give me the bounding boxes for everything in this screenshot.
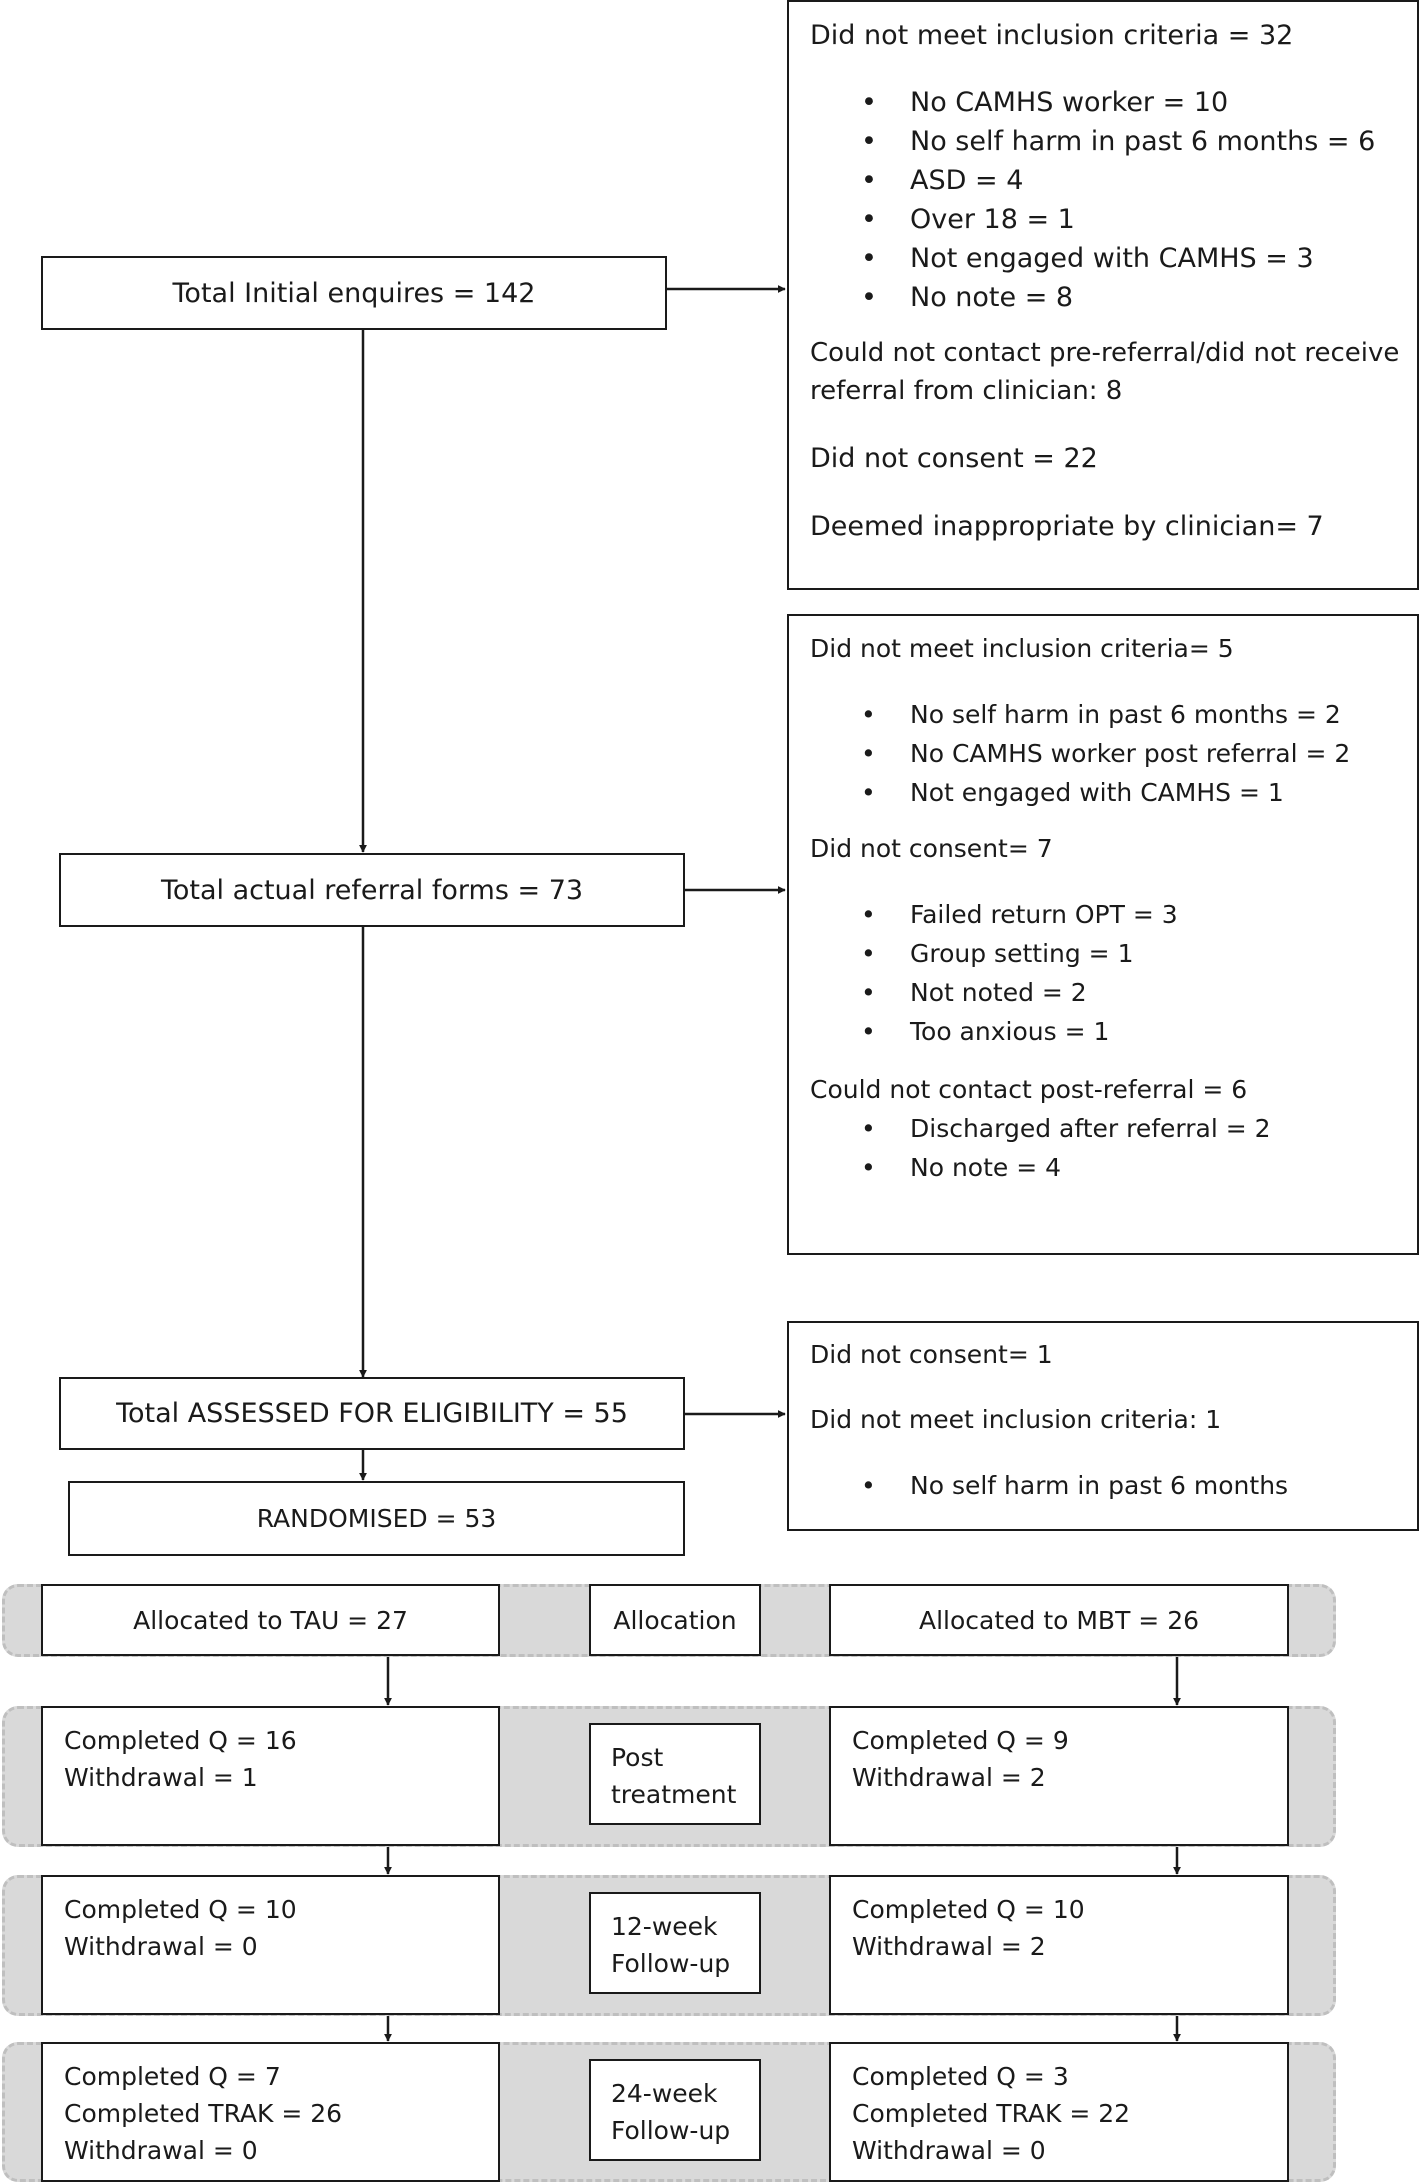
list-item: Discharged after referral = 2 — [810, 1109, 1417, 1148]
exclusion-1-contact-line-2: referral from clinician: 8 — [810, 376, 1123, 406]
list-item: No note = 4 — [810, 1148, 1417, 1187]
enquiries-label: Total Initial enquires = 142 — [172, 277, 536, 309]
exclusion-1-criteria-list: No CAMHS worker = 10 No self harm in pas… — [810, 83, 1417, 317]
tau-post-withdrawal: Withdrawal = 1 — [64, 1763, 258, 1792]
exclusion-box-enquiries: Did not meet inclusion criteria = 32 No … — [787, 0, 1419, 590]
tau-allocation-label: Allocated to TAU = 27 — [133, 1605, 408, 1635]
list-item: Not engaged with CAMHS = 1 — [810, 773, 1417, 812]
tau-24-week-completed-q: Completed Q = 7 — [64, 2062, 281, 2091]
list-item: Not engaged with CAMHS = 3 — [810, 239, 1417, 278]
list-item: Failed return OPT = 3 — [810, 895, 1417, 934]
12-week-stage-label-box: 12-week Follow-up — [589, 1892, 761, 1994]
mbt-24-week-box: Completed Q = 3 Completed TRAK = 22 With… — [829, 2042, 1289, 2182]
list-item: Group setting = 1 — [810, 934, 1417, 973]
mbt-24-week-completed-trak: Completed TRAK = 22 — [852, 2099, 1131, 2128]
post-treatment-label-line-1: Post — [611, 1743, 664, 1772]
exclusion-2-contact-list: Discharged after referral = 2 No note = … — [810, 1109, 1417, 1187]
tau-12-week-completed: Completed Q = 10 — [64, 1895, 297, 1924]
tau-allocation-box: Allocated to TAU = 27 — [41, 1584, 500, 1656]
post-treatment-stage-label-box: Post treatment — [589, 1723, 761, 1825]
list-item: Not noted = 2 — [810, 973, 1417, 1012]
tau-post-completed: Completed Q = 16 — [64, 1726, 297, 1755]
24-week-stage-label-box: 24-week Follow-up — [589, 2059, 761, 2161]
assessed-label: Total ASSESSED FOR ELIGIBILITY = 55 — [116, 1398, 628, 1429]
mbt-allocation-label: Allocated to MBT = 26 — [918, 1605, 1200, 1635]
exclusion-2-heading: Did not meet inclusion criteria= 5 — [810, 634, 1234, 663]
list-item: ASD = 4 — [810, 161, 1417, 200]
list-item: Over 18 = 1 — [810, 200, 1417, 239]
randomised-label: RANDOMISED = 53 — [256, 1504, 497, 1533]
exclusion-3-criteria-list: No self harm in past 6 months — [810, 1466, 1417, 1505]
list-item: No self harm in past 6 months = 2 — [810, 695, 1417, 734]
12-week-label-line-2: Follow-up — [611, 1949, 731, 1978]
exclusion-2-contact-heading: Could not contact post-referral = 6 — [810, 1075, 1248, 1104]
exclusion-3-criteria: Did not meet inclusion criteria: 1 — [810, 1405, 1222, 1434]
mbt-post-completed: Completed Q = 9 — [852, 1726, 1069, 1755]
tau-12-week-box: Completed Q = 10 Withdrawal = 0 — [41, 1875, 500, 2015]
mbt-12-week-box: Completed Q = 10 Withdrawal = 2 — [829, 1875, 1289, 2015]
exclusion-3-no-consent: Did not consent= 1 — [810, 1340, 1053, 1369]
mbt-12-week-completed: Completed Q = 10 — [852, 1895, 1085, 1924]
referral-forms-box: Total actual referral forms = 73 — [59, 853, 685, 927]
tau-post-treatment-box: Completed Q = 16 Withdrawal = 1 — [41, 1706, 500, 1846]
list-item: No self harm in past 6 months — [810, 1466, 1417, 1505]
assessed-box: Total ASSESSED FOR ELIGIBILITY = 55 — [59, 1377, 685, 1450]
mbt-12-week-withdrawal: Withdrawal = 2 — [852, 1932, 1046, 1961]
enquiries-box: Total Initial enquires = 142 — [41, 256, 667, 330]
exclusion-1-heading: Did not meet inclusion criteria = 32 — [810, 20, 1294, 51]
list-item: No note = 8 — [810, 278, 1417, 317]
24-week-label-line-1: 24-week — [611, 2079, 718, 2108]
tau-24-week-withdrawal: Withdrawal = 0 — [64, 2136, 258, 2165]
tau-24-week-box: Completed Q = 7 Completed TRAK = 26 With… — [41, 2042, 500, 2182]
list-item: Too anxious = 1 — [810, 1012, 1417, 1051]
exclusion-2-consent-list: Failed return OPT = 3 Group setting = 1 … — [810, 895, 1417, 1051]
mbt-allocation-box: Allocated to MBT = 26 — [829, 1584, 1289, 1656]
exclusion-box-assessed: Did not consent= 1 Did not meet inclusio… — [787, 1321, 1419, 1531]
referral-forms-label: Total actual referral forms = 73 — [160, 874, 584, 906]
exclusion-1-inappropriate: Deemed inappropriate by clinician= 7 — [810, 511, 1324, 542]
24-week-label-line-2: Follow-up — [611, 2116, 731, 2145]
exclusion-1-no-consent: Did not consent = 22 — [810, 443, 1098, 474]
exclusion-2-criteria-list: No self harm in past 6 months = 2 No CAM… — [810, 695, 1417, 812]
mbt-24-week-withdrawal: Withdrawal = 0 — [852, 2136, 1046, 2165]
exclusion-1-contact-line-1: Could not contact pre-referral/did not r… — [810, 338, 1400, 368]
list-item: No CAMHS worker post referral = 2 — [810, 734, 1417, 773]
mbt-24-week-completed-q: Completed Q = 3 — [852, 2062, 1069, 2091]
exclusion-box-referrals: Did not meet inclusion criteria= 5 No se… — [787, 614, 1419, 1255]
allocation-stage-label: Allocation — [613, 1605, 737, 1635]
mbt-post-treatment-box: Completed Q = 9 Withdrawal = 2 — [829, 1706, 1289, 1846]
tau-12-week-withdrawal: Withdrawal = 0 — [64, 1932, 258, 1961]
randomised-box: RANDOMISED = 53 — [68, 1481, 685, 1556]
mbt-post-withdrawal: Withdrawal = 2 — [852, 1763, 1046, 1792]
tau-24-week-completed-trak: Completed TRAK = 26 — [64, 2099, 343, 2128]
12-week-label-line-1: 12-week — [611, 1912, 718, 1941]
exclusion-2-consent-heading: Did not consent= 7 — [810, 834, 1053, 863]
list-item: No self harm in past 6 months = 6 — [810, 122, 1417, 161]
list-item: No CAMHS worker = 10 — [810, 83, 1417, 122]
allocation-stage-label-box: Allocation — [589, 1584, 761, 1656]
post-treatment-label-line-2: treatment — [611, 1780, 737, 1809]
